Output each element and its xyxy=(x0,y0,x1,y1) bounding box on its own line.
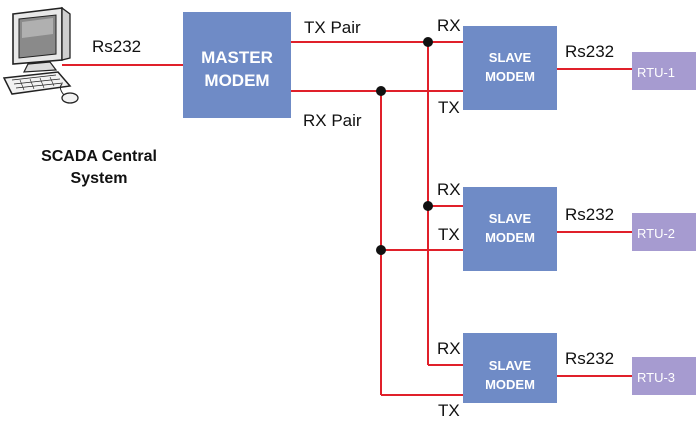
rtu-1-label: RTU-1 xyxy=(637,65,675,80)
desktop-computer-icon xyxy=(2,6,79,104)
slave-2-rs232-label: Rs232 xyxy=(565,205,614,224)
slave-2-tx-label: TX xyxy=(438,225,460,244)
junctions xyxy=(376,37,433,255)
junction-dot xyxy=(423,201,433,211)
rtu-2-label: RTU-2 xyxy=(637,226,675,241)
junction-dot xyxy=(376,86,386,96)
wiring xyxy=(62,41,632,403)
master-modem: MASTER MODEM xyxy=(183,12,291,118)
slave-modem-3-label-line1: SLAVE xyxy=(489,358,532,373)
slave-3-tx-label: TX xyxy=(438,401,460,420)
rx-pair-label: RX Pair xyxy=(303,111,362,130)
slave-modem-2: SLAVE MODEM xyxy=(463,187,557,271)
slave-modem-2-label-line1: SLAVE xyxy=(489,211,532,226)
slave-modem-1: SLAVE MODEM xyxy=(463,26,557,110)
computer-caption-line1: SCADA Central xyxy=(41,148,157,165)
slave-1-rx-label: RX xyxy=(437,16,461,35)
junction-dot xyxy=(376,245,386,255)
slave-modem-3: SLAVE MODEM xyxy=(463,333,557,403)
slave-modem-1-label-line2: MODEM xyxy=(485,69,535,84)
computer-caption-line2: System xyxy=(71,170,128,187)
junction-dot xyxy=(423,37,433,47)
rtu-3: RTU-3 xyxy=(632,357,696,395)
slave-1-tx-label: TX xyxy=(438,98,460,117)
slave-modem-3-label-line2: MODEM xyxy=(485,377,535,392)
rtu-2: RTU-2 xyxy=(632,213,696,251)
slave-3-rx-label: RX xyxy=(437,339,461,358)
rtu-1: RTU-1 xyxy=(632,52,696,90)
slave-1-rs232-label: Rs232 xyxy=(565,42,614,61)
master-modem-label-line1: MASTER xyxy=(201,48,273,67)
master-rs232-label: Rs232 xyxy=(92,37,141,56)
master-modem-label-line2: MODEM xyxy=(204,71,269,90)
slave-2-rx-label: RX xyxy=(437,180,461,199)
slave-modem-2-label-line2: MODEM xyxy=(485,230,535,245)
rtu-3-label: RTU-3 xyxy=(637,370,675,385)
slave-3-rs232-label: Rs232 xyxy=(565,349,614,368)
tx-pair-label: TX Pair xyxy=(304,18,361,37)
slave-modem-1-label-line1: SLAVE xyxy=(489,50,532,65)
